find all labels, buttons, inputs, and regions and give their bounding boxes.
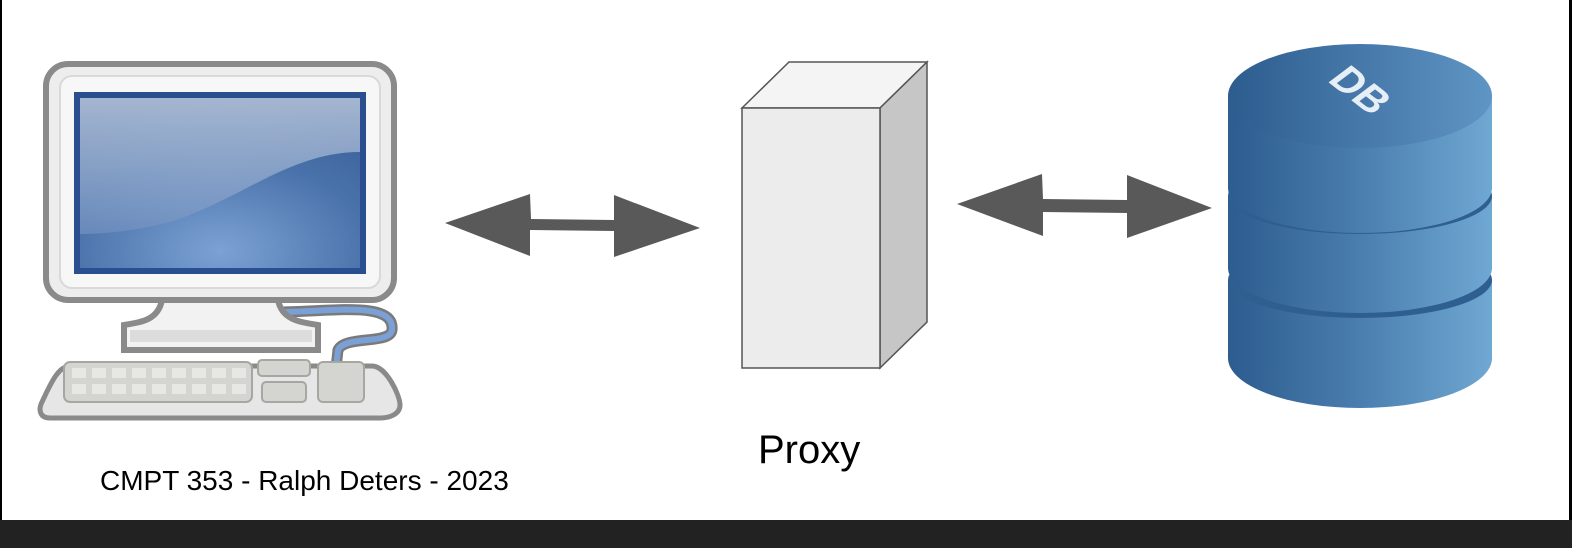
slide-frame-right <box>1569 0 1572 520</box>
database-cylinder-icon: DB <box>1228 44 1492 408</box>
slide-credit: CMPT 353 - Ralph Deters - 2023 <box>100 465 509 496</box>
arrow-proxy-database <box>957 174 1212 238</box>
server-tower-icon <box>740 60 929 370</box>
slide-frame-left <box>0 0 2 520</box>
desktop-computer-icon <box>37 61 403 421</box>
bottom-bar <box>0 520 1572 548</box>
arrow-client-proxy <box>445 194 700 257</box>
proxy-label: Proxy <box>758 428 861 472</box>
